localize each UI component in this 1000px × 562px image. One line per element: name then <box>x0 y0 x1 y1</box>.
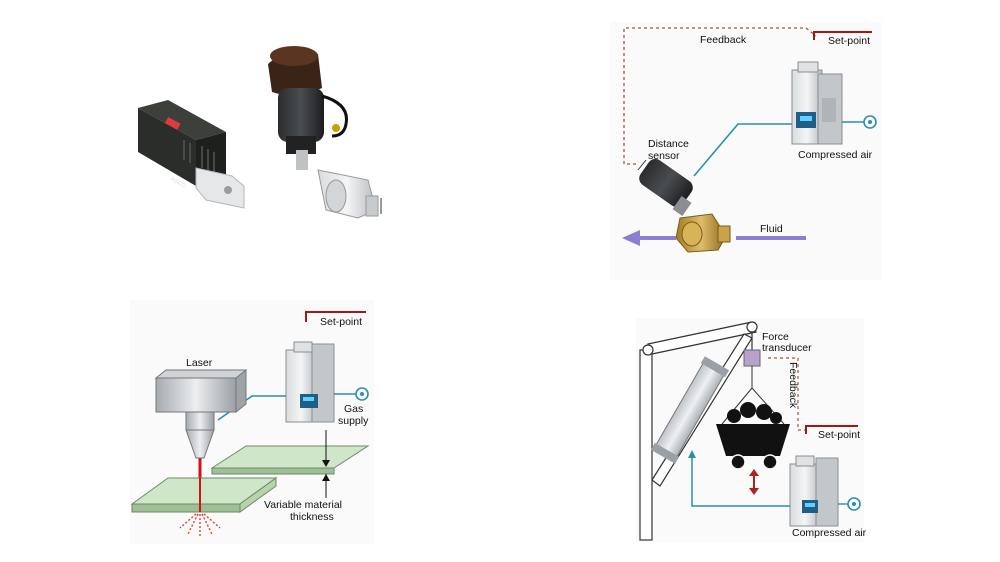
setpoint-label: Set-point <box>828 35 870 47</box>
spark-lines <box>179 513 221 536</box>
thickness-label-line2: thickness <box>290 511 334 523</box>
force-transducer <box>743 349 761 367</box>
gas-supply-label-line2: supply <box>338 415 369 427</box>
feedback-dashed-line <box>768 357 808 431</box>
pressure-regulator <box>789 455 839 527</box>
valve-actuator <box>639 158 693 216</box>
gas-supply-label-line1: Gas <box>344 403 363 415</box>
coal-cart-icon <box>716 402 790 470</box>
panel-laser-cutting: Set-point Gas supply Laser <box>130 300 374 544</box>
panel-fluid-feedback: Feedback Set-point Compressed air Distan… <box>610 22 882 280</box>
feedback-label: Feedback <box>700 34 747 46</box>
load-arrow-down-icon <box>749 488 759 495</box>
setpoint-bracket <box>805 425 858 434</box>
pressure-regulator-photo: ASCO <box>138 100 245 209</box>
setpoint-bracket <box>305 311 366 322</box>
panel-product-photos: ASCO <box>138 46 382 219</box>
panel-crane-force: Force transducer Feedback Set-point <box>636 318 867 542</box>
feedback-label: Feedback <box>787 362 799 409</box>
angle-seat-valve-photo <box>268 46 382 219</box>
force-transducer-label-line2: transducer <box>762 342 812 354</box>
pressure-regulator <box>791 61 843 145</box>
thickness-arrow-down-icon <box>322 460 330 467</box>
laser-label: Laser <box>186 357 213 369</box>
signal-line <box>693 123 792 177</box>
thickness-label-line1: Variable material <box>264 499 342 511</box>
brass-valve-body <box>675 213 731 253</box>
distance-sensor-label-line1: Distance <box>648 138 689 150</box>
setpoint-bracket <box>813 31 872 40</box>
load-arrow-up-icon <box>749 469 759 476</box>
thickness-arrow-up-icon <box>322 474 330 481</box>
pressure-regulator <box>285 341 335 423</box>
setpoint-label: Set-point <box>818 429 860 441</box>
pneumatic-cylinder <box>650 356 730 464</box>
compressed-air-label: Compressed air <box>798 149 873 161</box>
feedback-dashed-line <box>623 27 817 165</box>
force-transducer-label-line1: Force <box>762 331 789 343</box>
laser-head <box>154 368 248 459</box>
fluid-arrow-icon <box>622 230 640 246</box>
compressed-air-label: Compressed air <box>792 527 867 539</box>
fluid-label: Fluid <box>760 223 783 235</box>
setpoint-label: Set-point <box>320 316 362 328</box>
air-line <box>691 454 790 507</box>
